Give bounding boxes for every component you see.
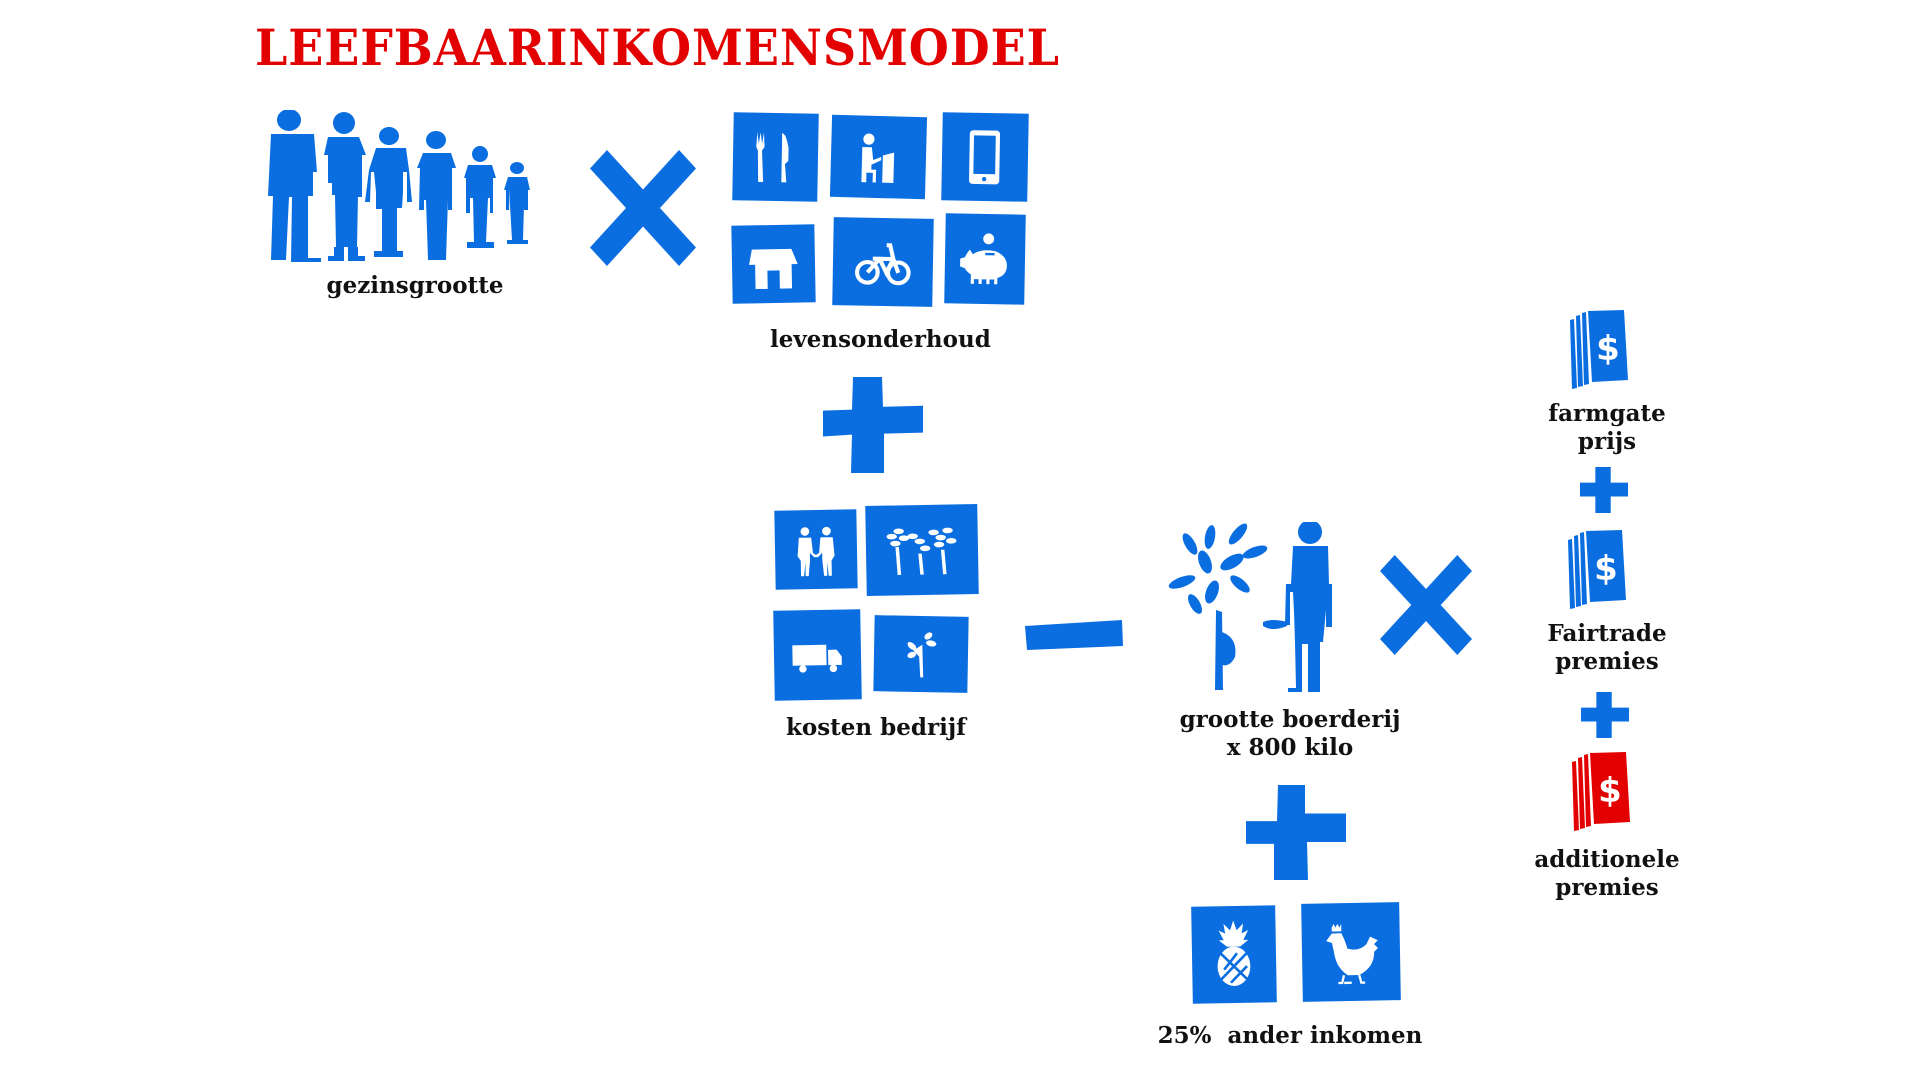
farmer-icon [1263,520,1332,692]
chicken-icon [1301,902,1401,1002]
phone-icon [941,112,1029,202]
multiply-icon [590,150,696,266]
savings-icon [944,213,1026,305]
boy-icon [365,127,412,257]
farm-size-label-line1: grootte boerderij [1179,706,1401,733]
woman-icon [324,112,366,261]
labour-icon [774,509,858,590]
farm-size-label-line2: x 800 kilo [1226,734,1354,761]
business-costs-label: kosten bedrijf [785,714,967,741]
living-costs-label: levensonderhoud [770,326,991,353]
food-icon [732,112,819,202]
svg-text:$: $ [1594,549,1618,589]
additional-premium-line2: premies [1555,874,1659,901]
additional-premium-line1: additionele [1534,846,1680,873]
trees-icon [865,504,979,596]
girl-icon [417,131,456,260]
man-icon [268,109,321,262]
family-size-label: gezinsgrootte [326,272,504,299]
plus-icon [1580,467,1628,513]
farmgate-price-line2: prijs [1577,428,1637,455]
bicycle-icon [832,217,934,307]
family-figures [266,109,561,262]
small-child-icon [504,162,530,244]
transport-icon [773,609,862,701]
seedling-icon [873,615,969,693]
fairtrade-premium-line2: premies [1555,648,1659,675]
pineapple-icon [1191,905,1277,1004]
minus-icon [1025,620,1125,652]
money-icon: $ [1569,752,1631,832]
svg-text:$: $ [1596,329,1620,369]
farmgate-price-line1: farmgate [1548,400,1666,427]
money-icon: $ [1567,310,1629,390]
fairtrade-premium-line1: Fairtrade [1547,620,1667,647]
svg-text:$: $ [1598,771,1622,811]
plus-icon [823,377,923,473]
multiply-icon [1380,555,1472,655]
plus-icon [1246,785,1346,880]
housing-icon [731,224,816,304]
plus-icon [1581,692,1629,738]
tree-icon [1168,523,1268,690]
other-income-label: 25% ander inkomen [1157,1022,1423,1049]
page-title: LEEFBAARINKOMENSMODEL [255,18,1060,77]
money-icon: $ [1565,530,1627,610]
child-icon [464,146,496,248]
education-icon [829,114,928,200]
farm-icons [1160,520,1355,697]
